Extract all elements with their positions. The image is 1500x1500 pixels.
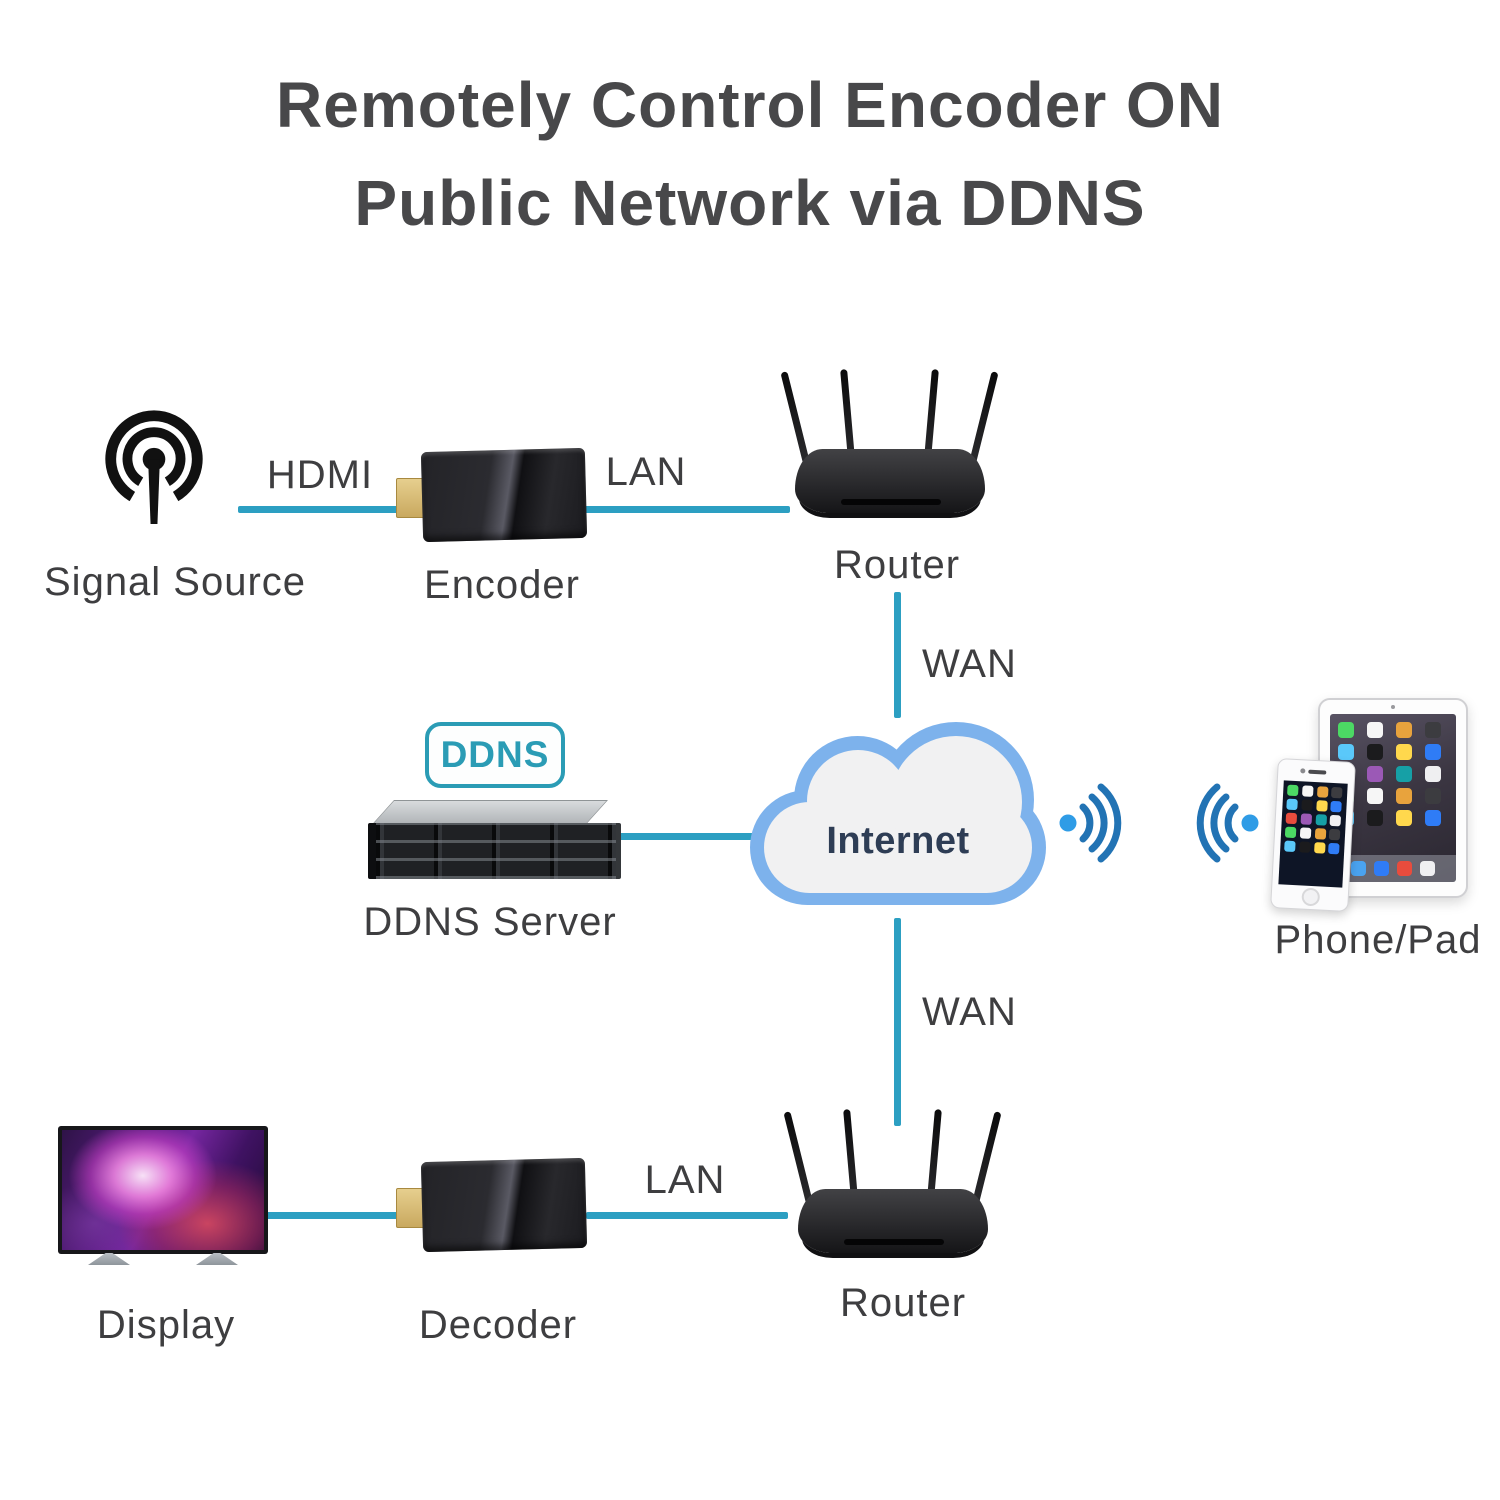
router-top-device — [780, 369, 999, 521]
phone-screen — [1278, 780, 1348, 888]
tv-device — [58, 1126, 268, 1265]
internet-label: Internet — [826, 820, 970, 862]
app-icon — [1367, 744, 1383, 760]
app-icon — [1315, 814, 1327, 826]
decoder-body — [420, 1157, 588, 1253]
app-icon — [1301, 785, 1314, 797]
lan-top-connection-line — [584, 506, 790, 513]
app-icon — [1299, 827, 1312, 839]
router-bottom-device — [783, 1109, 1002, 1261]
wan-top-link-label: WAN — [922, 642, 1017, 686]
app-icon — [1367, 810, 1383, 826]
app-icon — [1396, 744, 1412, 760]
signal-source-label: Signal Source — [44, 560, 307, 604]
hdmi-connection-line — [238, 506, 402, 513]
encoder-body — [420, 447, 588, 543]
app-icon — [1286, 798, 1298, 811]
server-cloud-connection-line — [610, 833, 772, 840]
wan-bottom-link-label: WAN — [922, 990, 1017, 1034]
app-icon — [1338, 744, 1354, 760]
encoder-device — [396, 447, 588, 543]
app-icon — [1301, 799, 1313, 811]
phone-camera-icon — [1300, 768, 1306, 774]
app-icon — [1396, 722, 1412, 738]
router-vent-slot — [841, 499, 941, 505]
tv-stand-icon — [196, 1253, 238, 1265]
ddns-server-label: DDNS Server — [363, 900, 617, 944]
app-icon — [1396, 766, 1412, 782]
app-icon — [1351, 861, 1366, 876]
app-icon — [1425, 722, 1441, 738]
app-icon — [1396, 810, 1412, 826]
phone-home-button — [1301, 887, 1321, 907]
broadcast-icon — [105, 410, 203, 525]
app-icon — [1329, 828, 1341, 841]
display-decoder-connection-line — [266, 1212, 398, 1219]
tv-screen — [62, 1130, 264, 1250]
app-grid — [1280, 780, 1348, 858]
app-icon — [1287, 784, 1299, 797]
app-icon — [1367, 788, 1383, 804]
app-icon — [1314, 828, 1326, 840]
tv-stand-icon — [88, 1253, 130, 1265]
app-icon — [1425, 810, 1441, 826]
tablet-dock — [1330, 855, 1456, 882]
ddns-badge-label: DDNS — [440, 734, 550, 775]
ddns-badge: DDNS — [425, 722, 565, 788]
router-top-label: Router — [833, 543, 961, 587]
lan-bottom-link-label: LAN — [644, 1158, 726, 1202]
decoder-label: Decoder — [418, 1303, 578, 1347]
app-icon — [1397, 861, 1412, 876]
app-icon — [1330, 800, 1343, 813]
internet-cloud-icon: Internet — [748, 722, 1048, 907]
router-vent-slot — [844, 1239, 944, 1245]
app-icon — [1425, 788, 1441, 804]
app-icon — [1313, 842, 1326, 854]
encoder-label: Encoder — [424, 563, 580, 607]
app-icon — [1425, 766, 1441, 782]
app-icon — [1328, 842, 1340, 855]
display-label: Display — [96, 1303, 236, 1347]
page-title: Remotely Control Encoder ON Public Netwo… — [0, 56, 1500, 252]
server-drive-bays — [368, 823, 621, 879]
app-icon — [1420, 861, 1435, 876]
wifi-signal-right-icon — [1059, 783, 1122, 863]
app-icon — [1285, 812, 1298, 825]
phone-speaker-icon — [1308, 769, 1327, 775]
wifi-signal-left-icon — [1196, 783, 1259, 863]
app-icon — [1284, 840, 1296, 853]
app-icon — [1316, 786, 1329, 798]
title-line-1: Remotely Control Encoder ON — [276, 69, 1224, 141]
hdmi-link-label: HDMI — [266, 453, 374, 497]
router-bottom-label: Router — [839, 1281, 967, 1325]
app-icon — [1338, 722, 1354, 738]
decoder-device — [396, 1157, 588, 1253]
title-line-2: Public Network via DDNS — [354, 167, 1146, 239]
phone-pad-label: Phone/Pad — [1274, 918, 1482, 962]
app-icon — [1367, 766, 1383, 782]
lan-top-link-label: LAN — [605, 450, 687, 494]
app-icon — [1331, 786, 1343, 799]
app-icon — [1396, 788, 1412, 804]
app-icon — [1367, 722, 1383, 738]
app-icon — [1425, 744, 1441, 760]
app-icon — [1284, 826, 1297, 839]
wan-bottom-connection-line — [894, 918, 901, 1126]
app-icon — [1374, 861, 1389, 876]
wan-top-connection-line — [894, 592, 901, 718]
app-icon — [1329, 814, 1342, 827]
phone-device — [1270, 758, 1356, 912]
app-icon — [1300, 813, 1312, 825]
tablet-camera-icon — [1391, 705, 1395, 709]
ddns-server-device — [362, 800, 621, 888]
lan-bottom-connection-line — [586, 1212, 788, 1219]
app-icon — [1298, 841, 1311, 853]
app-icon — [1315, 800, 1328, 812]
